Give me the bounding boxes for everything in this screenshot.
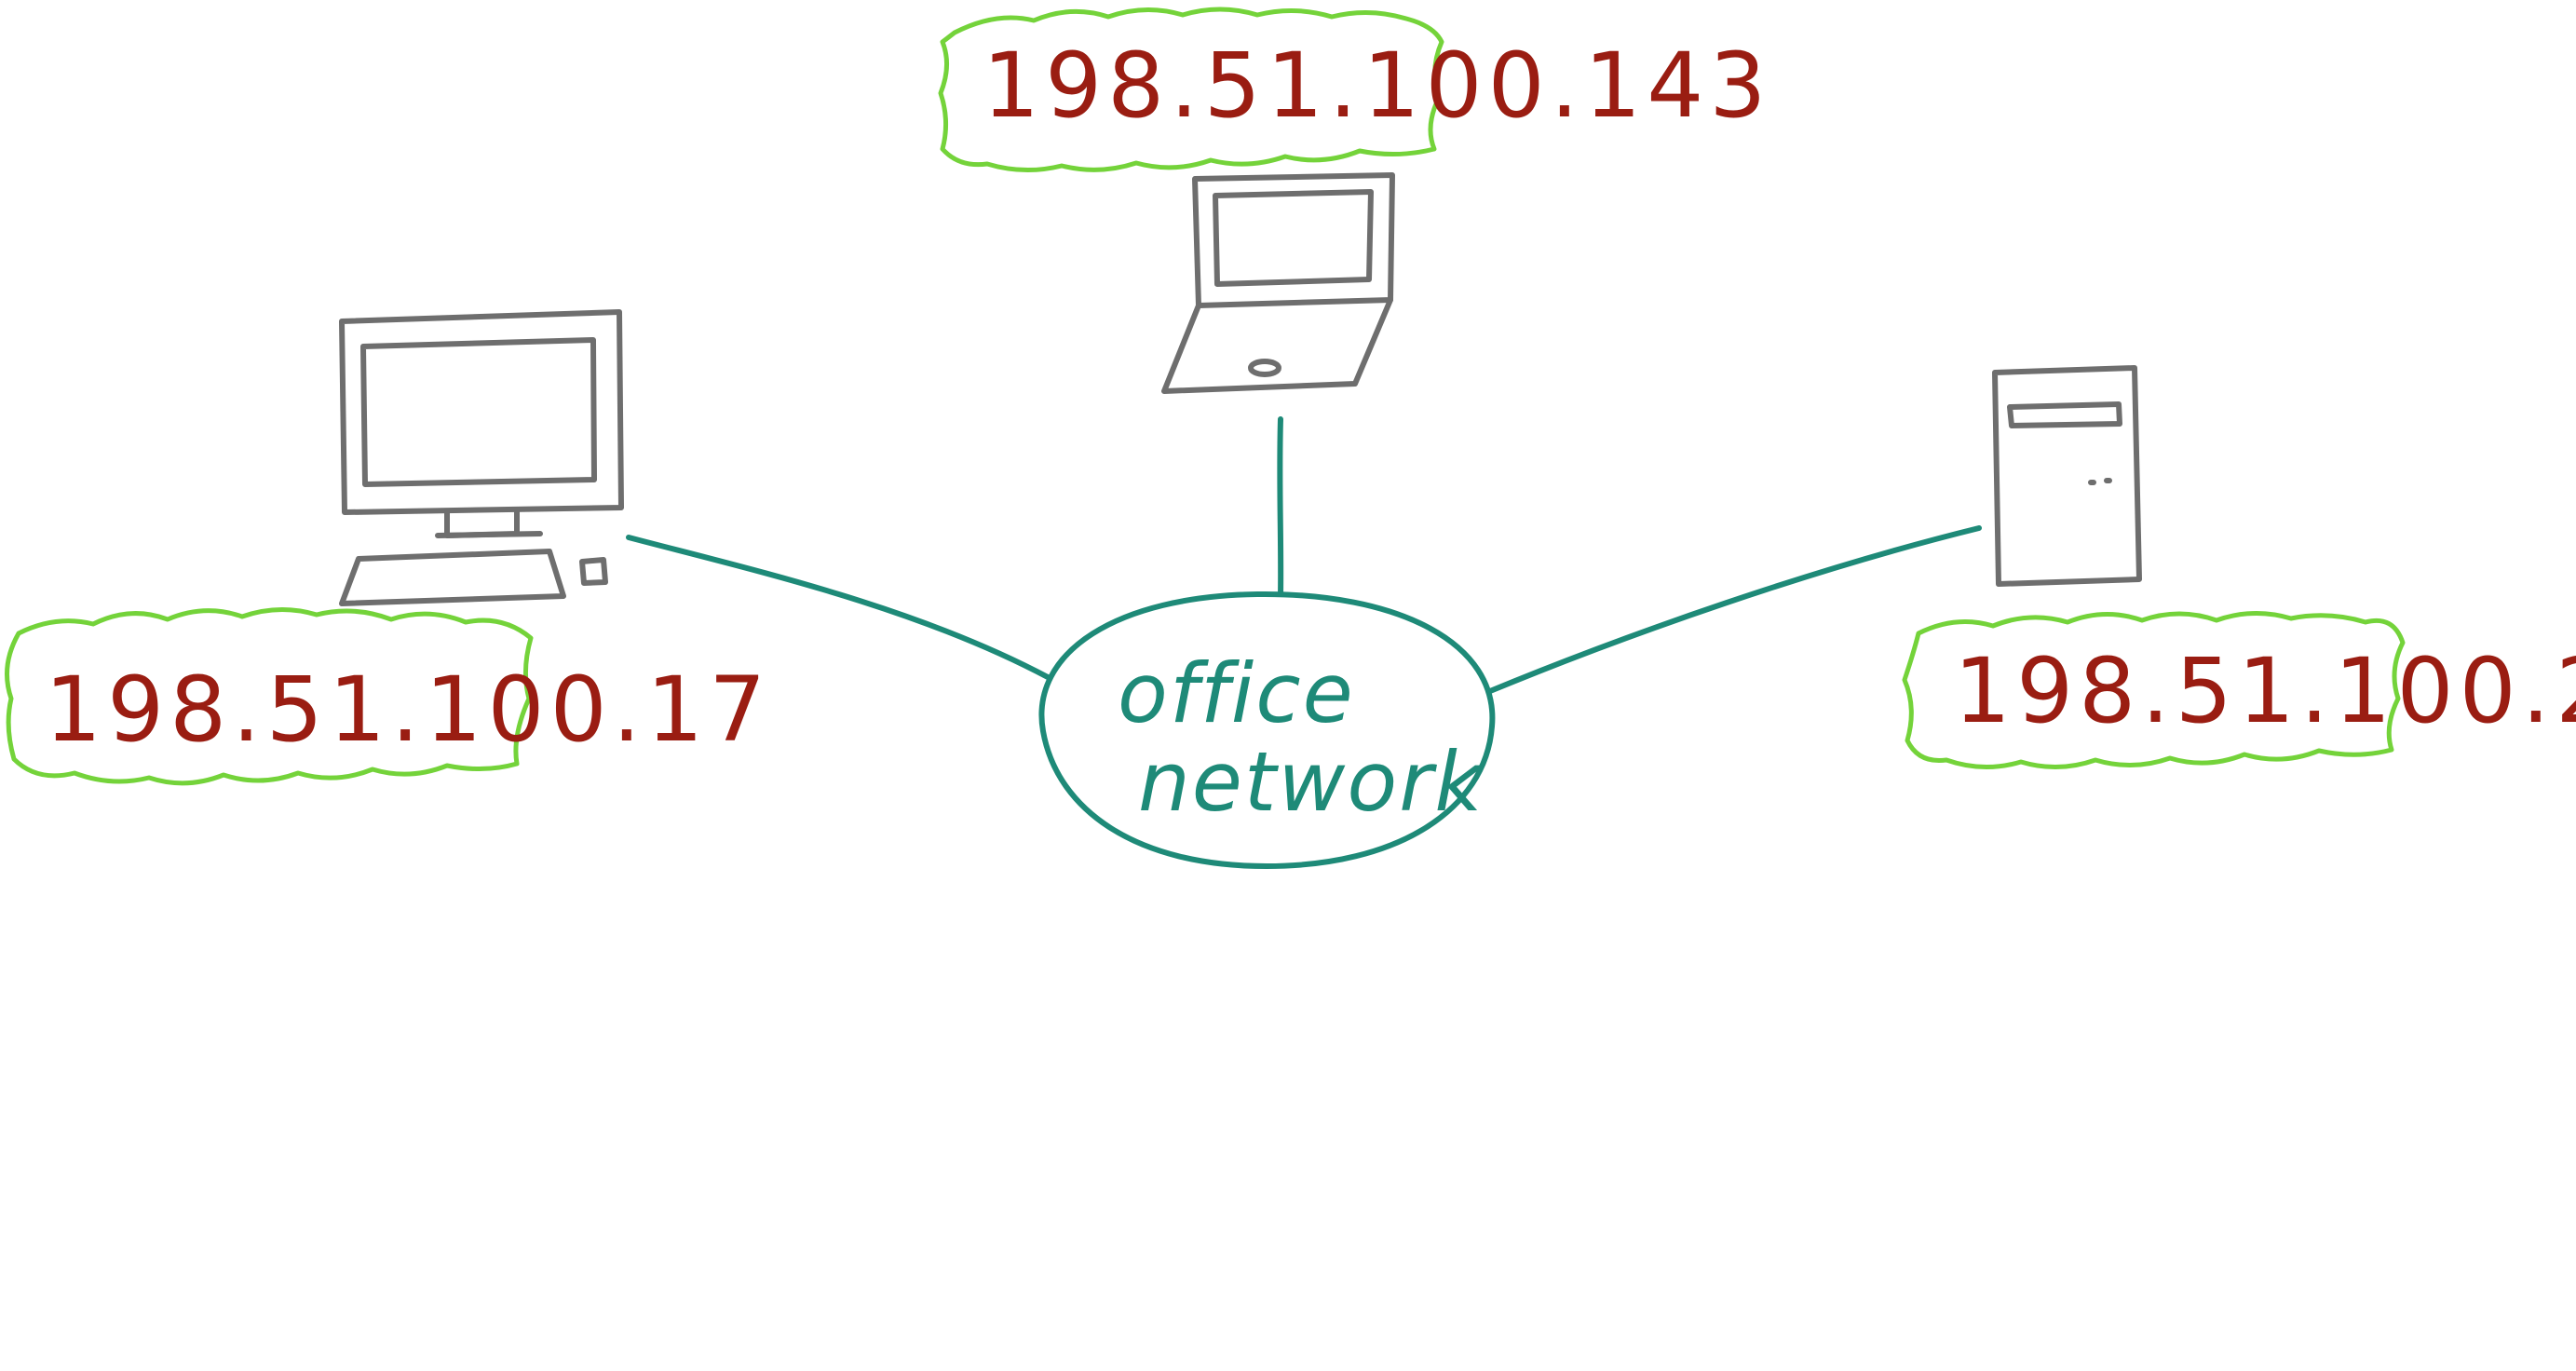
desktop-computer-icon [339,309,624,606]
highlight-scribble [5,607,534,786]
link-laptop [1277,416,1284,599]
network-label-line2: network [1138,734,1485,830]
highlight-scribble [1902,611,2406,769]
highlight-scribble [938,7,1444,172]
link-server [1487,525,1982,694]
ip-label-laptop: 198.51.100.143 [938,7,1771,172]
network-cloud-shape [1038,590,1496,870]
ip-text-server: 198.51.100.220 [1954,639,2576,743]
ip-label-server: 198.51.100.220 [1902,611,2576,769]
server-tower-icon [1992,365,2142,587]
network-label-line1: office [1118,645,1355,741]
ip-label-desktop: 198.51.100.17 [5,607,771,786]
connections [626,416,1982,694]
link-desktop [626,535,1051,680]
ip-text-desktop: 198.51.100.17 [45,658,771,762]
laptop-icon [1161,172,1395,394]
ip-text-laptop: 198.51.100.143 [983,34,1771,138]
office-network: office network [1038,590,1496,870]
